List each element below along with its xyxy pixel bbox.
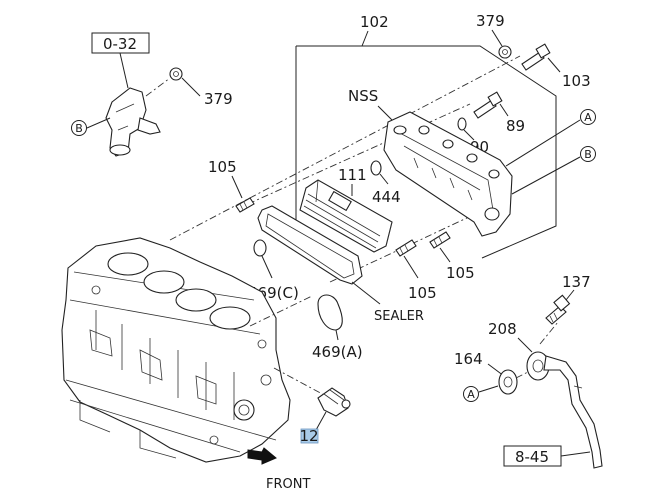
part-379-top-label: 379: [476, 12, 505, 30]
oil-cooler-cover: [383, 111, 513, 237]
part-12-label: 12: [299, 427, 318, 445]
group-bracket-102: 102: [295, 13, 557, 259]
part-444-label: 444: [372, 188, 401, 206]
part-102-label: 102: [360, 13, 389, 31]
part-469a-label: 469(A): [312, 343, 363, 361]
front-label: FRONT: [266, 477, 310, 492]
part-111-label: 111: [338, 166, 367, 184]
nss-label: NSS: [348, 87, 378, 105]
part-137-label: 137: [562, 273, 591, 291]
gasket-sealer: SEALER: [257, 205, 424, 324]
circle-a-right-label: A: [584, 111, 592, 124]
nss-label-group: NSS: [348, 87, 397, 125]
sealer-label: SEALER: [374, 309, 424, 324]
oil-cooler-element-111: 111: [299, 166, 393, 253]
sensor-plug-12: 12: [299, 387, 351, 445]
ref-8-45-label: 8-45: [515, 448, 549, 466]
ref-0-32-label: 0-32: [103, 35, 137, 53]
part-164-label: 164: [454, 350, 483, 368]
ref-box-0-32: 0-32: [91, 32, 150, 89]
bolt-379-top: 379: [476, 12, 512, 59]
stud-105-lower-left: 105: [395, 239, 437, 302]
bolt-103: 103: [521, 43, 591, 90]
part-89-label: 89: [506, 117, 525, 135]
bolt-89: 89: [473, 91, 525, 135]
circle-ref-b-right: B: [511, 146, 596, 195]
oil-pipe-assembly: 137 208 164 A 8-45: [454, 273, 603, 469]
cylinder-block: [61, 237, 291, 463]
part-105-lower-left-label: 105: [408, 284, 437, 302]
part-12-highlight: [300, 428, 319, 444]
stud-105-upper: 105: [208, 158, 255, 213]
thermostat-housing: [105, 87, 161, 157]
circle-ref-b-left: B: [71, 117, 111, 136]
part-103-label: 103: [562, 72, 591, 90]
part-105-upper-label: 105: [208, 158, 237, 176]
circle-b-left-label: B: [75, 122, 83, 135]
stud-105-lower-right: 105: [429, 231, 475, 282]
circle-ref-a-right: A: [505, 109, 596, 167]
part-105-lower-right-label: 105: [446, 264, 475, 282]
o-ring-469a: 469(A): [312, 294, 363, 361]
bolt-379-left: 379: [145, 67, 233, 108]
front-arrow: FRONT: [247, 447, 310, 492]
circle-a-bottom-label: A: [467, 388, 475, 401]
circle-b-right-label: B: [584, 148, 592, 161]
o-ring-444: 444: [370, 160, 401, 206]
part-379-left-label: 379: [204, 90, 233, 108]
part-208-label: 208: [488, 320, 517, 338]
